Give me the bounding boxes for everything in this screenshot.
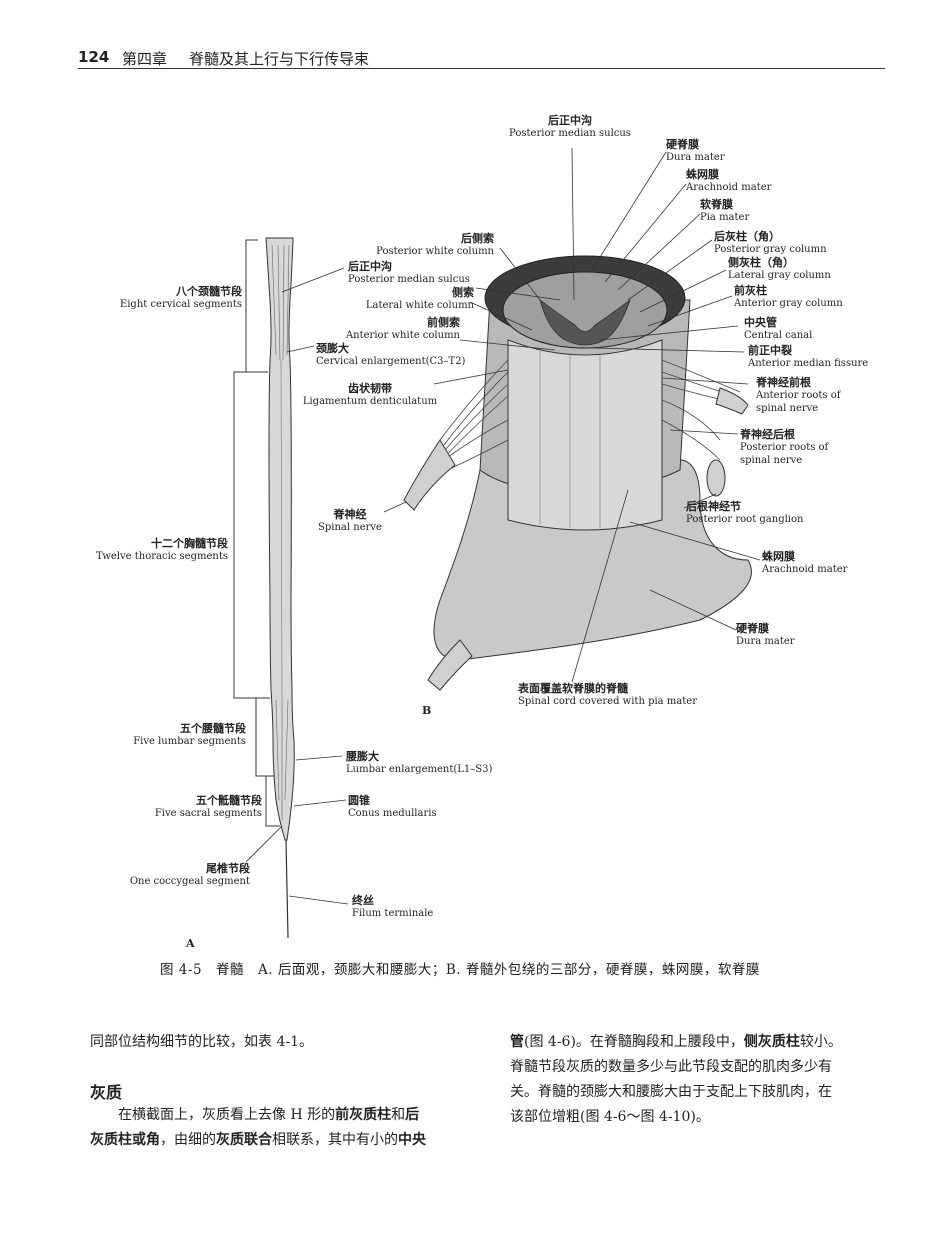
left-first-line: 同部位结构细节的比较，如表 4-1。 xyxy=(90,1034,313,1050)
gray-matter xyxy=(539,299,631,346)
spinal-nerve-stub-upper xyxy=(403,439,456,511)
right-paragraph: 管(图 4-6)。在脊髓胸段和上腰段中，侧灰质柱较小。 脊髓节段灰质的数量多少与… xyxy=(510,1034,842,1125)
running-header: 124 第四章 脊髓及其上行与下行传导束 xyxy=(78,48,885,70)
ant-root-stub xyxy=(715,387,749,415)
chapter-title: 脊髓及其上行与下行传导束 xyxy=(189,50,370,68)
left-paragraph: 在横截面上，灰质看上去像 H 形的前灰质柱和后 灰质柱或角，由细的灰质联合相联系… xyxy=(90,1107,426,1148)
cord-section xyxy=(502,271,668,349)
root-ganglion xyxy=(706,459,726,497)
figure-caption: 图 4-5 脊髓 A. 后面观，颈膨大和腰膨大；B. 脊髓外包绕的三部分，硬脊膜… xyxy=(160,962,760,978)
label-lateral-gray-column: 侧灰柱（角）Lateral gray column xyxy=(728,256,831,281)
page-number: 124 xyxy=(78,48,110,66)
panel-label-a: A xyxy=(186,937,195,950)
filum-line xyxy=(285,839,289,939)
panel-label-b: B xyxy=(422,704,432,717)
label-posterior-gray-column: 后灰柱（角）Posterior gray column xyxy=(714,230,827,255)
chapter-number: 第四章 xyxy=(122,50,168,68)
bracket-sacral xyxy=(265,775,280,827)
spinal-cord-a xyxy=(265,237,295,841)
section-heading: 灰质 xyxy=(90,1083,123,1102)
header-rule xyxy=(78,68,885,69)
spinal-nerve-stub-lower xyxy=(427,639,473,691)
bracket-thoracic xyxy=(233,371,268,699)
bracket-cervical xyxy=(245,239,258,373)
bracket-lumbar xyxy=(255,697,272,777)
cord-body xyxy=(507,339,663,531)
